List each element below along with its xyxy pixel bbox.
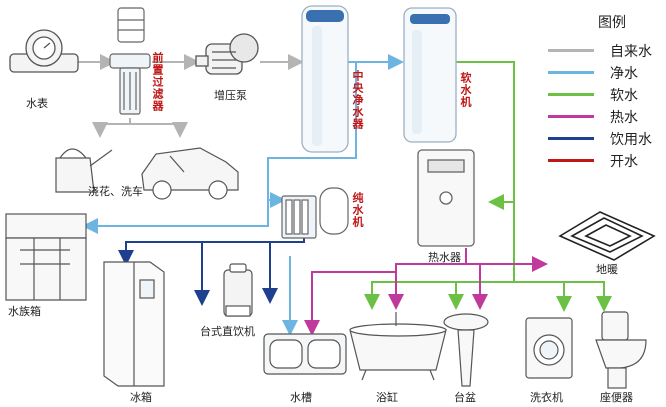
legend-item-soft: 软水 [548,84,666,104]
washer-label: 洗衣机 [530,391,563,404]
legend-label: 软水 [610,88,638,104]
sink-label: 水槽 [290,391,312,404]
pre-filter-icon [109,7,151,115]
aquarium-icon [5,213,87,301]
legend-label: 热水 [610,110,638,126]
legend-item-drinking: 饮用水 [548,128,666,148]
legend-swatch [548,115,594,118]
purified-water-pipes [82,54,404,336]
pre-filter-label: 前置过滤器 [151,52,164,112]
legend-swatch [548,137,594,140]
fridge-label: 冰箱 [130,391,152,404]
sink-icon [263,333,347,375]
pure-water-icon [281,187,349,239]
softener-icon [403,7,457,143]
desktop-dispenser-icon [223,263,253,317]
pure-water-label: 纯水机 [351,192,364,228]
water-heater-label: 热水器 [428,251,461,264]
legend-label: 自来水 [610,44,652,60]
hot-water-pipes [304,248,548,336]
floor-heating-icon [558,211,656,261]
soft-water-pipes [364,61,612,312]
central-purifier-label: 中央净水器 [351,70,364,130]
drinking-water-pipes [118,238,305,306]
legend-label: 净水 [610,66,638,82]
basin-icon [443,313,489,387]
aquarium-label: 水族箱 [8,305,41,318]
legend-swatch [548,49,594,52]
desktop-dispenser-label: 台式直饮机 [200,325,255,338]
fridge-icon [103,261,165,387]
legend-title: 图例 [598,15,626,31]
water-meter-icon [9,29,79,73]
legend-item-tap: 自来水 [548,40,666,60]
legend-swatch [548,159,594,162]
booster-pump-icon [195,33,259,75]
booster-pump-label: 增压泵 [214,89,247,102]
water-heater-icon [417,149,475,247]
washer-icon [525,317,573,379]
legend-item-hot: 热水 [548,106,666,126]
watering-car-icon [55,147,239,200]
bathtub-label: 浴缸 [376,391,398,404]
legend-label: 饮用水 [610,132,652,148]
legend-swatch [548,93,594,96]
watering-car-label: 浇花、洗车 [88,185,143,198]
central-purifier-icon [301,5,349,153]
tap-water-pipes [78,54,304,138]
floor-heating-label: 地暖 [596,263,618,276]
basin-label: 台盆 [454,391,476,404]
legend-label: 开水 [610,154,638,170]
toilet-label: 座便器 [600,391,633,404]
legend-item-boiling: 开水 [548,150,666,170]
legend-swatch [548,71,594,74]
toilet-icon [595,311,647,389]
softener-label: 软水机 [459,72,472,108]
bathtub-icon [349,312,447,381]
water-meter-label: 水表 [26,97,48,110]
legend-item-purified: 净水 [548,62,666,82]
